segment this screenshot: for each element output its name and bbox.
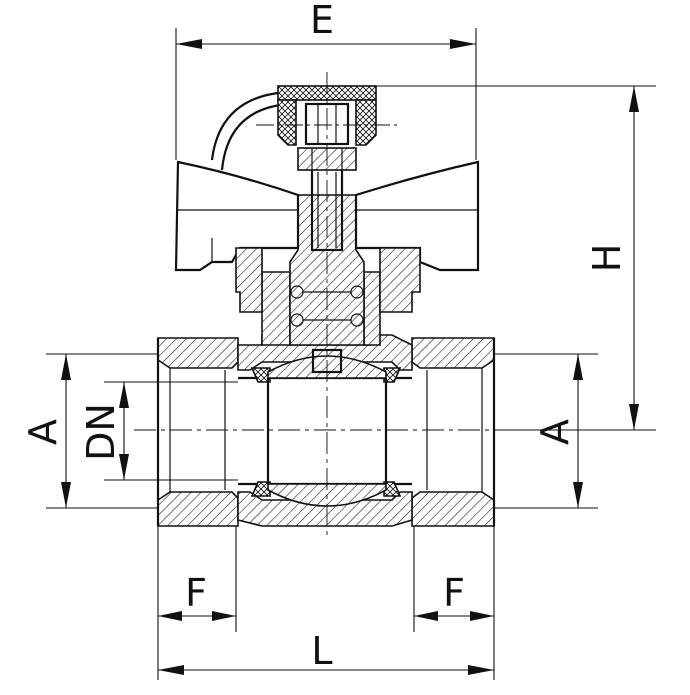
valve-body <box>156 334 496 527</box>
bonnet-right <box>363 271 381 346</box>
handle-top-curve <box>210 90 291 161</box>
dimension-a-right: A <box>494 353 598 509</box>
dimension-a-left: A <box>21 353 158 509</box>
handle-skirt-right <box>379 247 421 313</box>
dimension-l: L <box>158 629 494 675</box>
label-a-left: A <box>21 419 65 445</box>
handle-skirt-left <box>235 247 263 313</box>
label-a-right: A <box>533 419 577 445</box>
handle-wing-left <box>174 160 300 272</box>
label-h: H <box>585 244 629 273</box>
dimension-e: E <box>175 0 477 160</box>
body-lower-shell <box>237 491 413 527</box>
dimension-dn: DN <box>79 381 238 481</box>
left-seat-top <box>250 367 271 383</box>
handle-wing-right <box>354 160 480 272</box>
handle-cap-right <box>355 99 377 146</box>
left-end-upper-wall <box>157 337 239 369</box>
label-f-left: F <box>185 571 207 615</box>
label-f-right: F <box>443 571 465 615</box>
label-e: E <box>310 0 334 42</box>
dimension-f-right: F <box>413 526 495 680</box>
label-dn: DN <box>79 403 123 461</box>
dimension-h: H <box>376 85 656 431</box>
right-end-upper-wall <box>411 337 495 369</box>
handle-cap-left <box>277 99 297 146</box>
bonnet-left <box>261 271 291 346</box>
left-seat-bottom <box>250 481 271 497</box>
stem-assembly <box>261 147 381 374</box>
label-l: L <box>311 629 332 673</box>
left-end-lower-wall <box>157 491 239 527</box>
right-end-lower-wall <box>411 491 495 527</box>
dimension-f-left: F <box>157 526 237 680</box>
